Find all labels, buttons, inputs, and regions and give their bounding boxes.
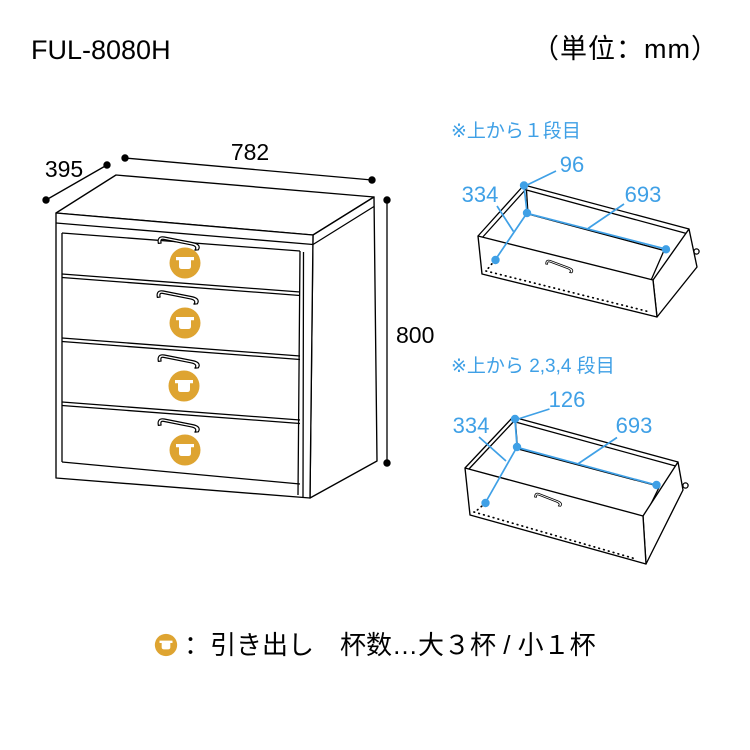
drawer-roller-knob [682,482,689,489]
lower-drawer-outline [464,416,689,565]
legend: ：引き出し 杯数…大３杯 / 小１杯 [154,630,596,660]
chest-depth-dimension: 395 [42,156,111,204]
drawer-roller-knob [693,248,700,255]
drawer-marker-icon [168,370,200,402]
lower-drawer-height-value: 126 [549,387,586,412]
chest-height-value: 800 [396,322,434,348]
model-number: FUL-8080H [31,35,171,65]
lower-drawer-depth-value: 334 [453,413,490,438]
chest-width-dimension: 782 [121,139,376,184]
chest-isometric-drawing: 395 782 800 [42,139,434,499]
top-drawer-detail: ※上から１段目 334 96 693 [451,120,700,318]
drawer-marker-icon [169,307,201,339]
drawer-marker-icon [169,434,201,466]
top-drawer-depth-value: 334 [462,182,499,207]
unit-note: （単位：mm） [532,34,719,64]
chest-drawer-divider [61,273,301,425]
drawer-marker-icon [169,247,201,279]
chest-depth-value: 395 [45,156,83,182]
chest-outline [55,174,378,499]
drawer-marker-icon [154,633,178,657]
legend-text: ：引き出し 杯数…大３杯 / 小１杯 [184,630,596,660]
chest-width-value: 782 [231,139,269,165]
lower-drawer-label: ※上から 2,3,4 段目 [451,355,615,377]
lower-drawer-width-value: 693 [616,413,653,438]
top-drawer-height-value: 96 [560,152,584,177]
top-drawer-width-value: 693 [625,182,662,207]
top-drawer-label: ※上から１段目 [451,120,581,142]
lower-drawer-dimensions: 126 334 693 [453,387,661,508]
top-drawer-dimensions: 334 96 693 [462,152,671,265]
lower-drawer-detail: ※上から 2,3,4 段目 126 334 693 [451,355,689,565]
chest-height-dimension: 800 [383,196,434,467]
